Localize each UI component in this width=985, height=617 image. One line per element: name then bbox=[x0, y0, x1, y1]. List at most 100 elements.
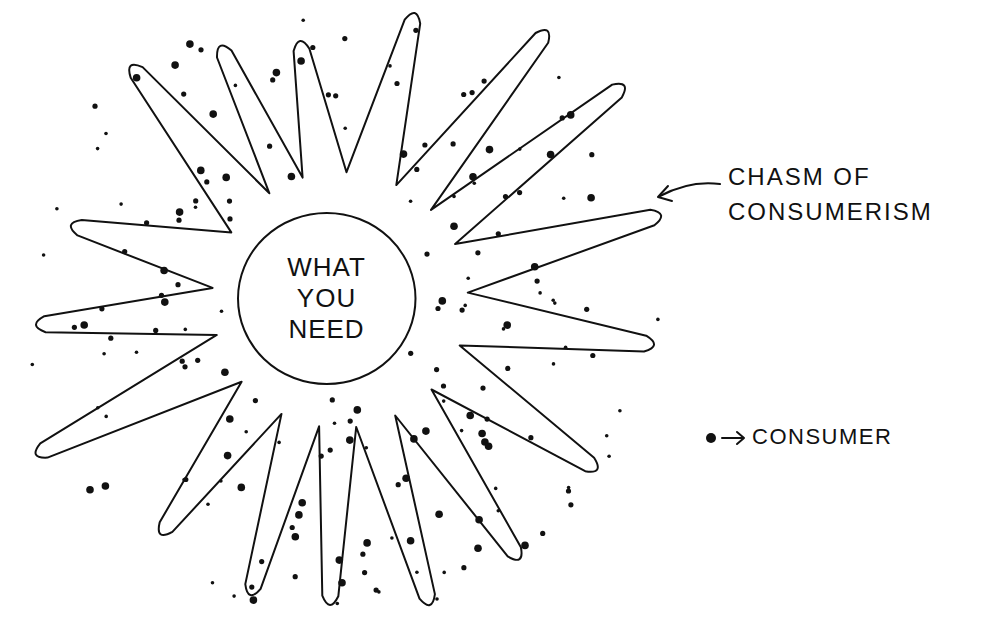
consumer-dot bbox=[396, 482, 401, 487]
consumer-dot bbox=[460, 308, 465, 313]
consumer-dot bbox=[439, 297, 447, 305]
consumer-dot bbox=[435, 511, 443, 519]
consumer-dot bbox=[461, 565, 466, 570]
consumer-dot bbox=[474, 545, 482, 553]
consumer-dot bbox=[343, 126, 347, 130]
consumer-dot bbox=[277, 441, 281, 445]
consumer-dot bbox=[253, 398, 258, 403]
consumer-dot bbox=[326, 92, 331, 97]
consumer-dot bbox=[72, 325, 77, 330]
consumer-dot bbox=[374, 588, 379, 593]
consumer-dot bbox=[175, 282, 180, 287]
consumer-dot bbox=[466, 412, 474, 420]
consumer-dot bbox=[521, 542, 529, 550]
consumer-dot bbox=[590, 353, 595, 358]
consumer-dot bbox=[346, 436, 354, 444]
consumer-dot bbox=[656, 318, 660, 322]
consumer-dot bbox=[186, 40, 194, 48]
consumer-dot bbox=[249, 585, 254, 590]
consumer-dot bbox=[226, 415, 234, 423]
consumer-dot bbox=[161, 298, 169, 306]
consumer-dot bbox=[292, 533, 300, 541]
consumer-dot bbox=[209, 110, 217, 118]
consumer-dot bbox=[86, 486, 94, 494]
leader-arrow bbox=[660, 183, 720, 196]
consumer-dot bbox=[422, 142, 427, 147]
consumer-dot bbox=[297, 57, 305, 65]
consumer-dot bbox=[211, 581, 215, 585]
consumer-dot bbox=[238, 484, 246, 492]
consumer-dot bbox=[362, 570, 367, 575]
consumer-dot bbox=[42, 253, 46, 257]
consumer-dot bbox=[293, 574, 298, 579]
consumer-dot bbox=[197, 167, 205, 175]
consumer-dot bbox=[244, 430, 248, 434]
consumer-dot bbox=[195, 358, 200, 363]
consumer-dot bbox=[198, 47, 203, 52]
consumer-dot bbox=[414, 167, 419, 172]
consumer-dot bbox=[182, 364, 187, 369]
legend-text: CONSUMER bbox=[752, 424, 892, 450]
consumer-dot bbox=[435, 597, 439, 601]
consumer-dot bbox=[133, 74, 141, 82]
consumer-dot bbox=[176, 218, 181, 223]
consumer-dot bbox=[135, 351, 139, 355]
consumer-dot bbox=[434, 367, 439, 372]
consumer-dot bbox=[587, 194, 595, 202]
consumer-dot bbox=[408, 351, 413, 356]
consumer-dot bbox=[92, 104, 97, 109]
consumer-dot bbox=[102, 352, 106, 356]
callout-label: CHASM OF CONSUMERISM bbox=[728, 160, 978, 230]
consumer-dot bbox=[566, 488, 571, 493]
consumer-dot bbox=[171, 61, 179, 69]
consumer-dot bbox=[607, 455, 611, 459]
consumer-dot bbox=[422, 427, 430, 435]
consumer-dot bbox=[80, 321, 88, 329]
consumer-dot bbox=[354, 406, 362, 414]
consumer-dot bbox=[363, 539, 371, 547]
consumer-dot bbox=[505, 366, 510, 371]
consumer-dot bbox=[104, 415, 108, 419]
consumer-dot bbox=[562, 196, 566, 200]
consumer-dot bbox=[181, 92, 186, 97]
consumer-dot bbox=[486, 146, 494, 154]
consumer-dot bbox=[605, 434, 609, 438]
consumer-dot bbox=[557, 76, 561, 80]
consumer-dot bbox=[104, 132, 108, 136]
consumer-dot bbox=[227, 199, 232, 204]
consumer-dot bbox=[270, 77, 275, 82]
consumer-dot bbox=[227, 216, 232, 221]
consumer-dot bbox=[267, 144, 272, 149]
consumer-dot bbox=[310, 45, 315, 50]
consumer-dot bbox=[220, 309, 224, 313]
consumer-dot bbox=[153, 328, 158, 333]
consumer-dot bbox=[206, 503, 210, 507]
consumer-dot bbox=[568, 502, 573, 507]
consumer-dot bbox=[273, 69, 281, 77]
consumer-dot bbox=[466, 277, 470, 281]
consumer-dot bbox=[290, 525, 295, 530]
consumer-dot bbox=[96, 147, 100, 151]
consumer-dot bbox=[204, 179, 209, 184]
consumer-dot bbox=[413, 28, 418, 33]
consumer-dot bbox=[224, 452, 232, 460]
consumer-dot bbox=[552, 362, 556, 366]
consumer-dot bbox=[108, 336, 113, 341]
consumer-dot bbox=[415, 571, 419, 575]
consumer-dot bbox=[180, 359, 185, 364]
consumer-dot bbox=[538, 291, 542, 295]
consumer-dot bbox=[102, 482, 110, 490]
consumer-dot bbox=[259, 559, 264, 564]
consumer-dot bbox=[250, 596, 258, 604]
consumer-dot bbox=[222, 174, 230, 182]
consumer-dot bbox=[360, 552, 365, 557]
circle-shape bbox=[238, 213, 416, 384]
consumer-dot bbox=[336, 602, 340, 606]
consumer-dot bbox=[553, 301, 557, 305]
consumer-dot bbox=[301, 19, 305, 23]
consumer-dot bbox=[461, 92, 466, 97]
consumer-dot bbox=[176, 208, 184, 216]
consumer-dot bbox=[540, 531, 545, 536]
legend-arrow bbox=[722, 432, 744, 444]
